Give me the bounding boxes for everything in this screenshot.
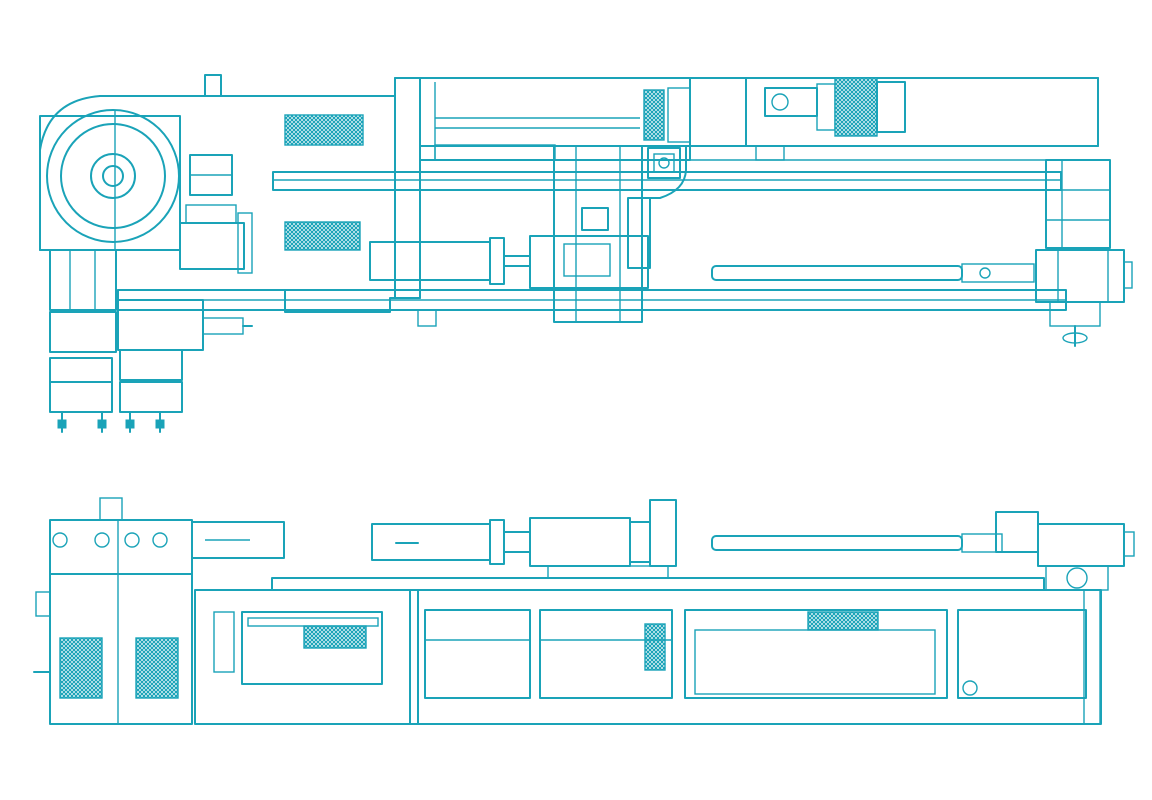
pressure-cylinder (369, 237, 531, 285)
cabinet-panels (213, 609, 1087, 699)
bed-slot-upper (284, 114, 364, 146)
tail-stop (1035, 159, 1133, 347)
control-box (179, 154, 253, 274)
bed-slot-lower (284, 221, 361, 251)
valve-stacks (49, 311, 183, 433)
bend-head (39, 109, 181, 251)
side-tail-stop (995, 511, 1135, 725)
side-view (33, 497, 1135, 725)
side-pedestal (33, 573, 193, 725)
mandrel-rod (711, 263, 1035, 283)
side-mandrel-rod (711, 533, 1003, 553)
carriage (529, 145, 687, 323)
side-bend-head (49, 497, 285, 575)
valve-block (49, 249, 253, 351)
side-pressure-cylinder (371, 499, 677, 579)
motor-pump (745, 77, 1099, 161)
top-view (39, 74, 1133, 433)
base-cabinet (194, 589, 1102, 725)
side-bed-top (271, 577, 1045, 591)
